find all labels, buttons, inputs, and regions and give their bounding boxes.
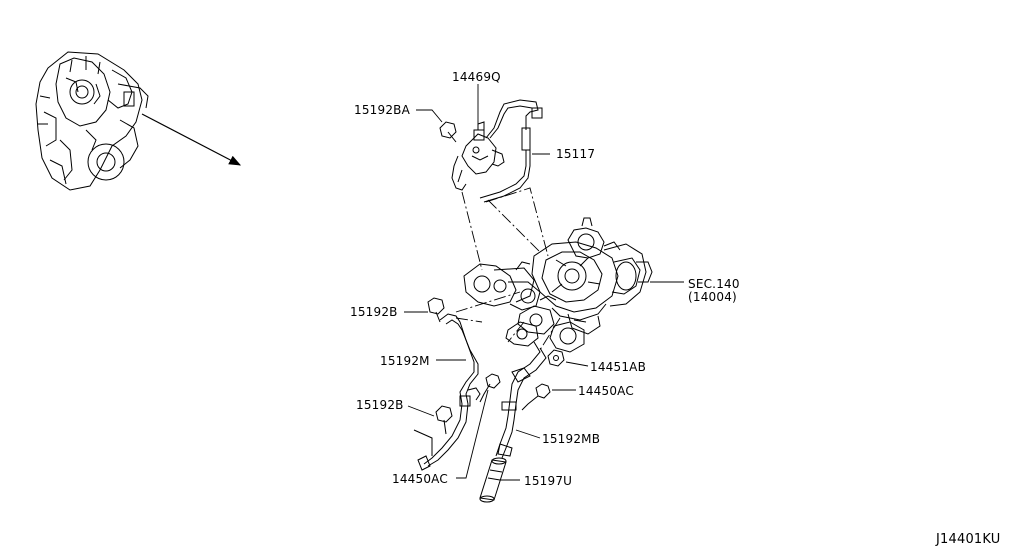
bolt-15192b-top: [427, 297, 445, 323]
leader-lines: [404, 84, 684, 481]
solenoid-valve-14469q: [451, 121, 505, 191]
bolt-14451ab: [547, 349, 565, 367]
hose-15117: [479, 99, 543, 203]
label-15117: 15117: [556, 147, 596, 161]
oil-tube-15192m: [417, 313, 481, 471]
label-15192mb: 15192MB: [542, 432, 601, 446]
label-14469q: 14469Q: [452, 70, 501, 84]
bolt-14450ac-right: [521, 383, 551, 411]
turbocharger-assembly: [463, 217, 653, 353]
label-14451ab: 14451AB: [590, 360, 647, 374]
label-15197u: 15197U: [524, 474, 573, 488]
bolt-15192ba: [439, 121, 457, 143]
oil-return-tube-15192mb: [495, 341, 547, 459]
bracket-lines: [413, 429, 433, 456]
direction-arrow: [141, 113, 242, 166]
bolt-14450ac-left: [479, 373, 501, 403]
guide-lines: [455, 187, 561, 351]
label-14450ac-left: 14450AC: [392, 472, 448, 486]
label-sec-14004: (14004): [688, 290, 737, 304]
engine-overview-illustration: [35, 51, 149, 191]
label-15192ba: 15192BA: [354, 103, 411, 117]
label-sec-140: SEC.140: [688, 277, 740, 291]
diagram-code: J14401KU: [936, 532, 1001, 547]
label-14450ac-right: 14450AC: [578, 384, 634, 398]
bolt-15192b-bottom: [435, 405, 453, 435]
label-15192b-top: 15192B: [350, 305, 398, 319]
label-15192m: 15192M: [380, 354, 430, 368]
hose-15197u: [479, 457, 507, 503]
label-15192b-bottom: 15192B: [356, 398, 404, 412]
